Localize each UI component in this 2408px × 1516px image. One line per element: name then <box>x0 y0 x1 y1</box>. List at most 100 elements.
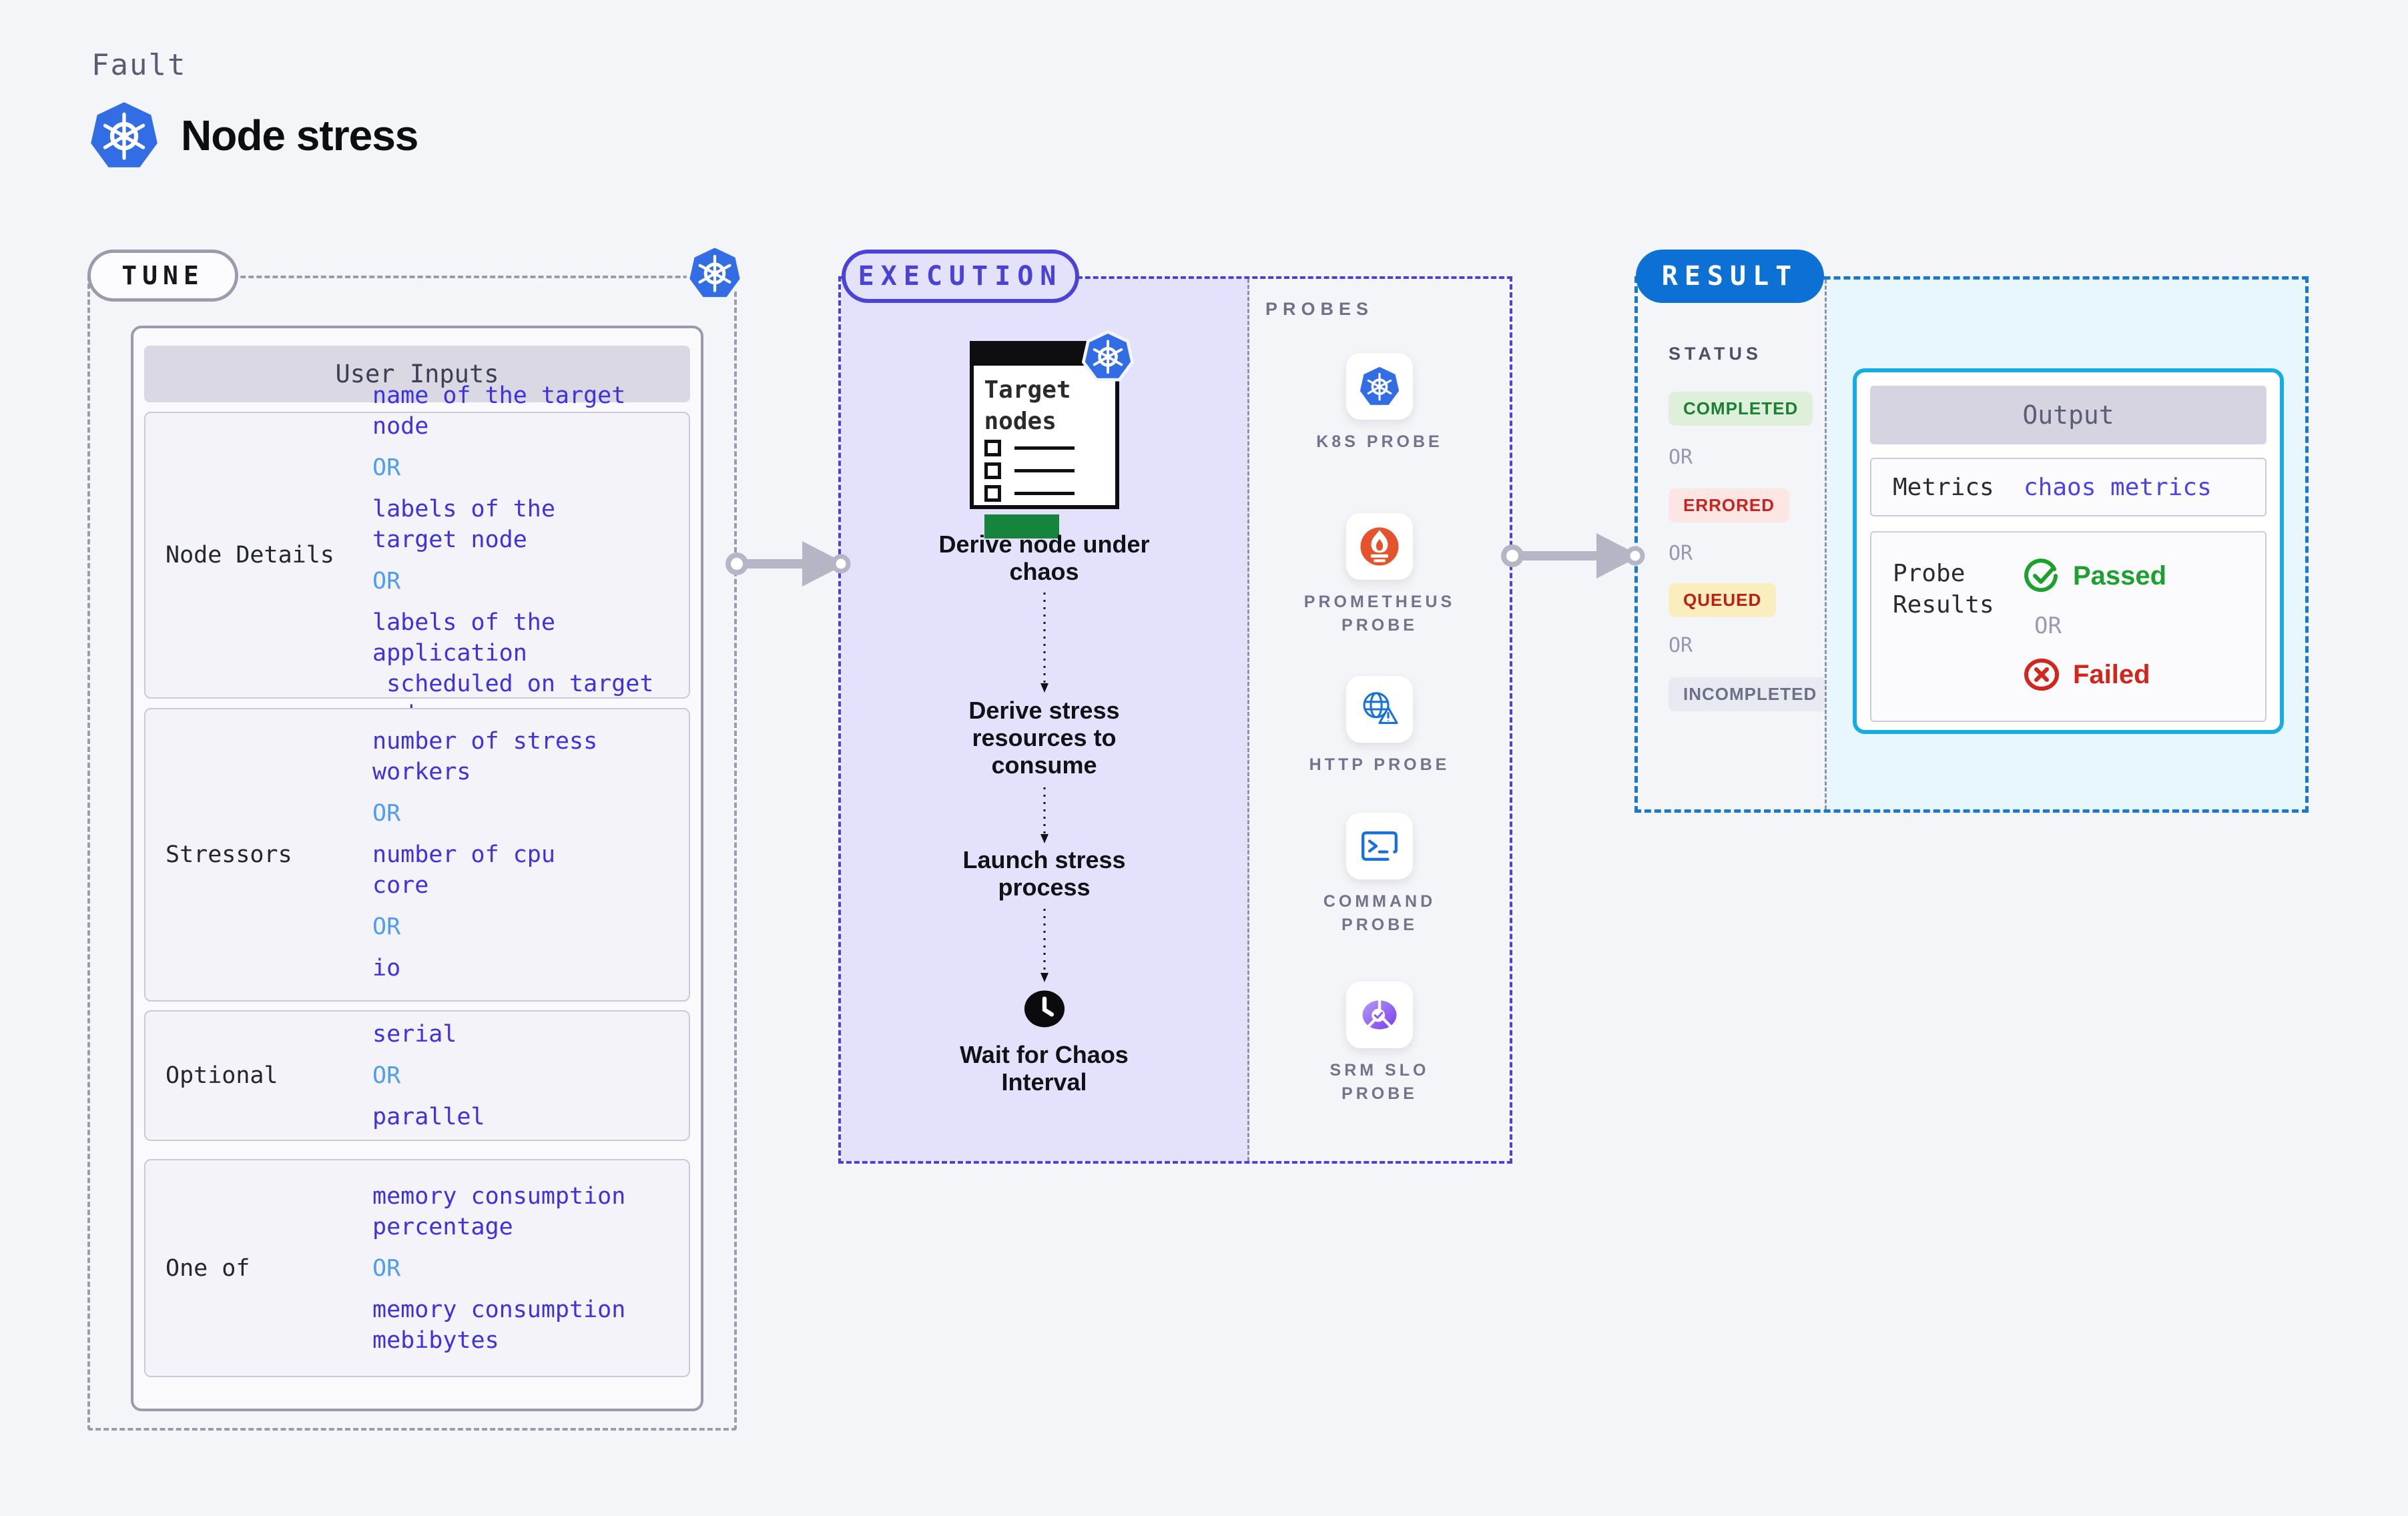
row-value: memory consumption percentage <box>372 1182 626 1240</box>
dotted-arrow-icon <box>1040 787 1048 843</box>
step-wait-chaos: Wait for Chaos Interval <box>960 1041 1129 1096</box>
status-badge-incompleted: INCOMPLETED <box>1669 677 1832 711</box>
http-probe-icon <box>1346 676 1413 743</box>
result-section: STATUS COMPLETED OR ERRORED OR QUEUED OR… <box>1634 276 2309 813</box>
srm-slo-probe-icon <box>1346 982 1413 1048</box>
or-separator: OR <box>372 568 401 595</box>
kubernetes-icon <box>89 100 160 171</box>
x-circle-icon <box>2024 659 2059 691</box>
row-stressors: Stressors number of stress workers OR nu… <box>144 708 690 1002</box>
or-separator: OR <box>372 1254 401 1282</box>
k8s-probe-icon <box>1346 353 1413 420</box>
row-label: Node Details <box>166 542 334 568</box>
clock-icon <box>1023 988 1066 1030</box>
output-panel: Output Metrics chaos metrics Probe Resul… <box>1825 280 2305 809</box>
status-heading: STATUS <box>1669 344 1762 364</box>
dotted-arrow-icon <box>1040 909 1048 982</box>
check-circle-icon <box>2024 558 2058 593</box>
row-value: serial <box>372 1021 457 1048</box>
checkbox-icon <box>984 440 1001 456</box>
passed-label: Passed <box>2073 560 2167 591</box>
target-card-checklist <box>984 440 1075 502</box>
row-value: io <box>372 955 401 982</box>
probe-results-row: Probe Results Passed OR <box>1870 531 2267 722</box>
or-separator: OR <box>2034 613 2062 639</box>
row-label: Stressors <box>166 841 292 868</box>
failed-label: Failed <box>2073 659 2150 689</box>
or-separator: OR <box>372 1062 401 1089</box>
probe-label: SRM SLO PROBE <box>1329 1061 1430 1103</box>
status-panel: STATUS COMPLETED OR ERRORED OR QUEUED OR… <box>1638 280 1832 809</box>
progress-bar <box>984 514 1059 538</box>
row-optional: Optional serial OR parallel <box>144 1010 690 1141</box>
execution-section: Target nodes Derive node under chaos Der… <box>838 276 1512 1164</box>
row-value: labels of the target node <box>372 496 555 553</box>
status-badge-completed: COMPLETED <box>1669 392 1813 426</box>
row-value: memory consumption mebibytes <box>372 1296 626 1354</box>
or-separator: OR <box>372 913 401 940</box>
row-value: parallel <box>372 1104 485 1130</box>
row-values: serial OR parallel <box>372 1012 689 1140</box>
row-values: number of stress workers OR number of cp… <box>372 709 689 1000</box>
output-header: Output <box>1870 386 2267 444</box>
probe-k8s: K8S PROBE <box>1249 353 1510 454</box>
probe-command: COMMAND PROBE <box>1249 813 1510 937</box>
status-badge-queued: QUEUED <box>1669 583 1777 617</box>
passed-item: Passed <box>2024 558 2166 594</box>
or-separator: OR <box>1669 634 1693 657</box>
or-separator: OR <box>372 800 401 827</box>
arrow-tune-to-execution-icon <box>725 541 851 587</box>
tune-section <box>87 276 737 1431</box>
probe-prometheus: PROMETHEUS PROBE <box>1249 513 1510 637</box>
probes-heading: PROBES <box>1265 299 1374 319</box>
row-value: labels of the application scheduled on t… <box>372 609 654 728</box>
row-value: number of stress workers <box>372 728 598 785</box>
probe-http: HTTP PROBE <box>1249 676 1510 777</box>
probe-results-label: Probe Results <box>1893 560 1994 619</box>
list-line <box>1014 469 1075 472</box>
row-value: number of cpu core <box>372 841 555 899</box>
probe-label: HTTP PROBE <box>1309 755 1450 774</box>
step-derive-stress: Derive stress resources to consume <box>968 697 1120 779</box>
execution-badge: EXECUTION <box>842 250 1079 303</box>
target-nodes-icon: Target nodes <box>969 341 1119 538</box>
target-card-title: Target nodes <box>984 376 1071 435</box>
kubernetes-icon <box>686 244 743 302</box>
fault-eyebrow: Fault <box>91 48 187 82</box>
kubernetes-icon <box>1082 330 1134 382</box>
arrow-execution-to-result-icon <box>1501 533 1645 579</box>
row-values: memory consumption percentage OR memory … <box>372 1160 689 1376</box>
tune-badge: TUNE <box>87 250 238 302</box>
title-row: Node stress <box>89 100 418 171</box>
user-inputs-header: User Inputs <box>144 346 690 402</box>
probe-label: K8S PROBE <box>1316 432 1443 451</box>
metrics-value: chaos metrics <box>2024 473 2212 501</box>
row-label: One of <box>166 1254 250 1282</box>
probe-label: COMMAND PROBE <box>1323 892 1436 934</box>
result-badge: RESULT <box>1636 250 1824 303</box>
probe-results-values: Passed OR Failed <box>2024 558 2166 693</box>
or-separator: OR <box>372 454 401 481</box>
step-derive-node: Derive node under chaos <box>938 530 1150 585</box>
command-probe-icon <box>1346 813 1413 879</box>
execution-flow-panel: Target nodes Derive node under chaos Der… <box>841 279 1249 1161</box>
row-label: Optional <box>166 1062 278 1089</box>
output-box: Output Metrics chaos metrics Probe Resul… <box>1853 368 2284 734</box>
failed-item: Failed <box>2024 657 2166 693</box>
metrics-label: Metrics <box>1893 473 1994 501</box>
checkbox-icon <box>984 485 1001 502</box>
row-values: name of the target node OR labels of the… <box>372 382 689 728</box>
page-title: Node stress <box>181 111 418 159</box>
probe-srm-slo: SRM SLO PROBE <box>1249 982 1510 1106</box>
list-line <box>1014 446 1075 450</box>
list-line <box>1014 492 1075 495</box>
checkbox-icon <box>984 462 1001 479</box>
metrics-row: Metrics chaos metrics <box>1870 458 2267 516</box>
status-badge-errored: ERRORED <box>1669 488 1790 522</box>
probes-panel: PROBES K8S PROBE PROMETHEUS <box>1249 279 1510 1161</box>
or-separator: OR <box>1669 446 1693 469</box>
dotted-arrow-icon <box>1040 593 1048 693</box>
prometheus-probe-icon <box>1346 513 1413 580</box>
or-separator: OR <box>1669 542 1693 565</box>
